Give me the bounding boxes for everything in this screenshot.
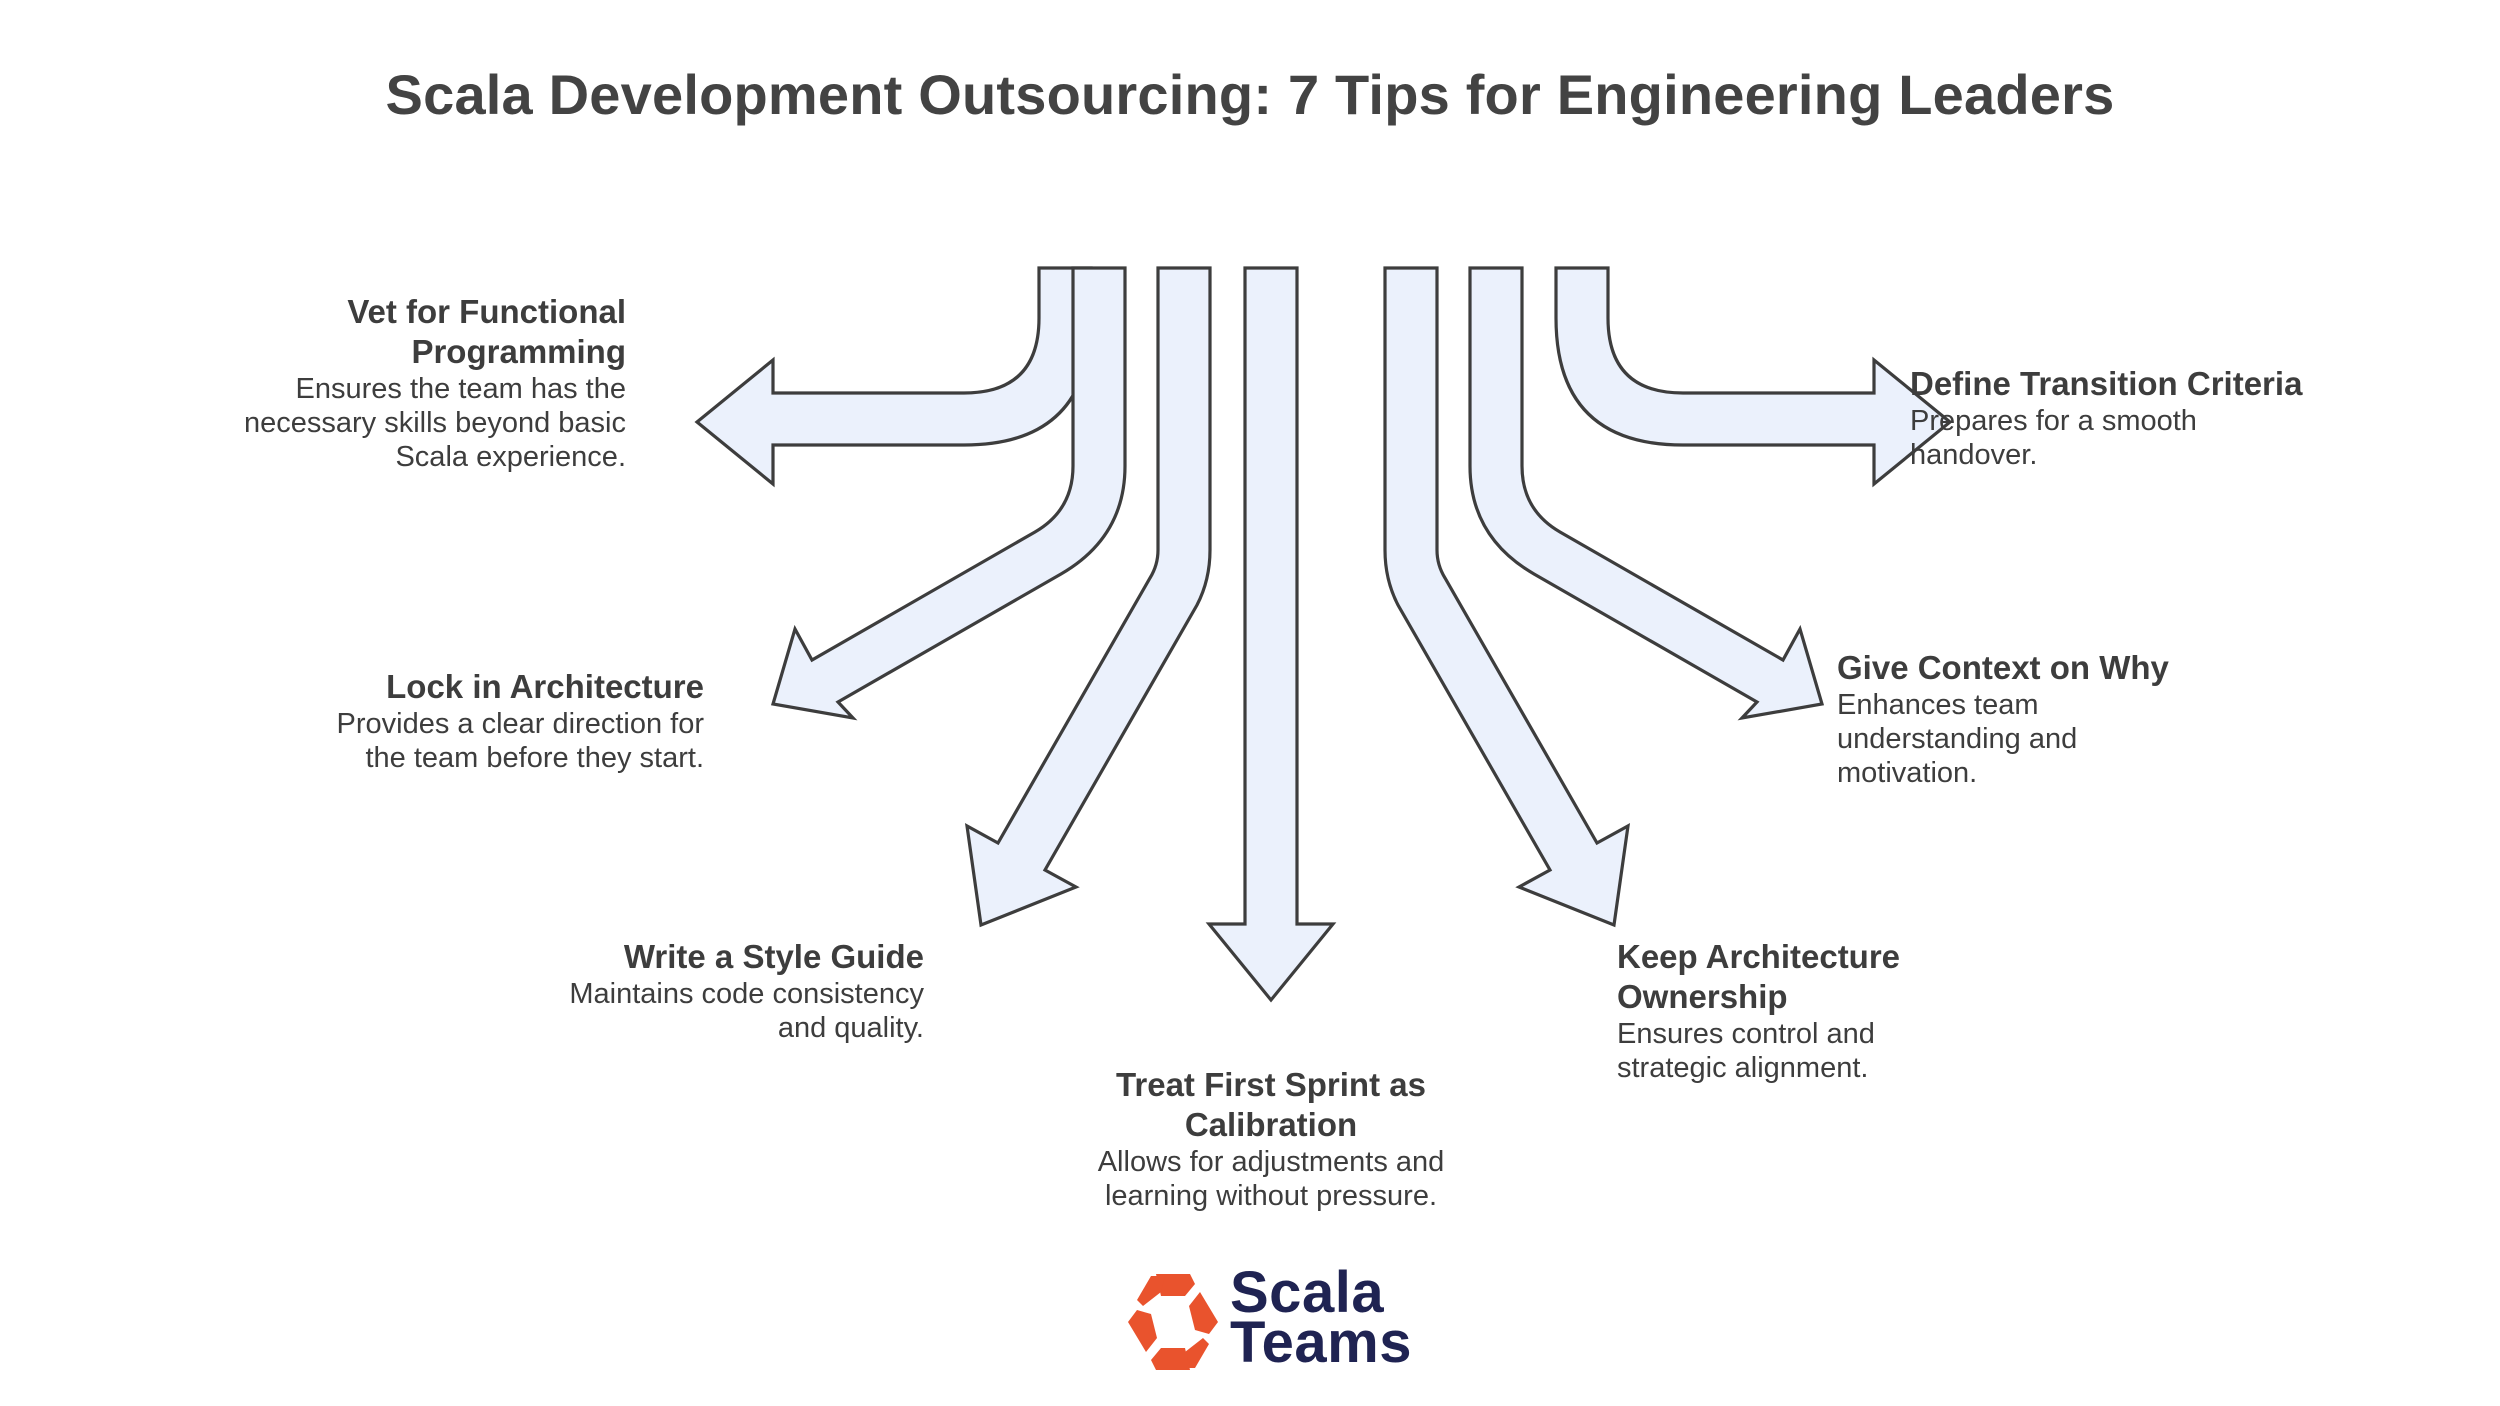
arrow-ownership-down-right xyxy=(1383,266,1631,928)
tip-description: Prepares for a smooth handover. xyxy=(1910,404,2390,472)
tip-title: Keep Architecture Ownership xyxy=(1617,937,2037,1017)
tip-transition: Define Transition Criteria Prepares for … xyxy=(1910,364,2390,472)
tip-desc-line: Scala experience. xyxy=(395,441,626,473)
tip-title-line: Ownership xyxy=(1617,978,1788,1015)
tip-description: Maintains code consistency and quality. xyxy=(480,977,924,1045)
tip-desc-line: Ensures the team has the xyxy=(295,373,626,405)
tip-sprint: Treat First Sprint as Calibration Allows… xyxy=(1021,1065,1521,1213)
tip-desc-line: understanding and xyxy=(1837,723,2078,755)
scala-teams-logo: Scala Teams xyxy=(1123,1260,1423,1380)
tip-desc-line: Ensures control and xyxy=(1617,1018,1875,1050)
tip-title: Write a Style Guide xyxy=(480,937,924,977)
tip-title-line: Lock in Architecture xyxy=(386,668,704,705)
tip-title: Vet for Functional Programming xyxy=(180,292,626,372)
tip-desc-line: handover. xyxy=(1910,439,2038,471)
tip-desc-line: learning without pressure. xyxy=(1104,1180,1438,1212)
tip-desc-line: Prepares for a smooth xyxy=(1910,405,2197,437)
tip-context: Give Context on Why Enhances team unders… xyxy=(1837,648,2257,790)
tip-style: Write a Style Guide Maintains code consi… xyxy=(480,937,924,1045)
hexagon-logo-icon xyxy=(1128,1274,1218,1370)
arrow-sprint-down xyxy=(1205,266,1337,1003)
tip-title-line: Calibration xyxy=(1184,1106,1358,1143)
tip-title-line: Vet for Functional xyxy=(347,293,626,330)
tip-desc-line: Provides a clear direction for xyxy=(336,708,705,740)
tip-title: Lock in Architecture xyxy=(260,667,704,707)
tip-title-line: Keep Architecture xyxy=(1617,938,1901,975)
arrow-context-down-right xyxy=(1468,266,1825,721)
tip-title-line: Give Context on Why xyxy=(1837,649,2169,686)
tip-desc-line: Allows for adjustments and xyxy=(1097,1146,1445,1178)
tip-vet: Vet for Functional Programming Ensures t… xyxy=(180,292,626,474)
tip-desc-line: Maintains code consistency xyxy=(569,978,924,1010)
tip-desc-line: Enhances team xyxy=(1837,689,2039,721)
tip-ownership: Keep Architecture Ownership Ensures cont… xyxy=(1617,937,2037,1085)
arrow-transition-right xyxy=(1554,266,1953,488)
logo-wordmark: Scala Teams xyxy=(1230,1260,1412,1375)
tip-title: Give Context on Why xyxy=(1837,648,2257,688)
arrow-vet-left xyxy=(694,266,1093,488)
tip-description: Ensures the team has the necessary skill… xyxy=(180,372,626,474)
logo-line1: Scala xyxy=(1230,1260,1385,1325)
tip-title-line: Treat First Sprint as xyxy=(1116,1066,1426,1103)
tip-title-line: Programming xyxy=(411,333,626,370)
tip-desc-line: motivation. xyxy=(1837,757,1978,789)
tip-desc-line: and quality. xyxy=(777,1012,924,1044)
tip-desc-line: the team before they start. xyxy=(365,742,704,774)
arrow-lock-down-left xyxy=(770,266,1127,721)
tip-title: Define Transition Criteria xyxy=(1910,364,2390,404)
tip-title-line: Write a Style Guide xyxy=(623,938,924,975)
tip-description: Enhances team understanding and motivati… xyxy=(1837,688,2257,790)
page-title: Scala Development Outsourcing: 7 Tips fo… xyxy=(385,63,2115,126)
tip-title-line: Define Transition Criteria xyxy=(1910,365,2303,402)
tip-desc-line: necessary skills beyond basic xyxy=(243,407,626,439)
tip-description: Provides a clear direction for the team … xyxy=(260,707,705,775)
tip-description: Allows for adjustments and learning with… xyxy=(1021,1145,1521,1213)
tip-lock: Lock in Architecture Provides a clear di… xyxy=(260,667,705,775)
tip-desc-line: strategic alignment. xyxy=(1617,1052,1869,1084)
arrow-style-down-left xyxy=(964,266,1212,928)
tip-title: Treat First Sprint as Calibration xyxy=(1021,1065,1521,1145)
logo-line2: Teams xyxy=(1230,1310,1412,1375)
tip-description: Ensures control and strategic alignment. xyxy=(1617,1017,2037,1085)
